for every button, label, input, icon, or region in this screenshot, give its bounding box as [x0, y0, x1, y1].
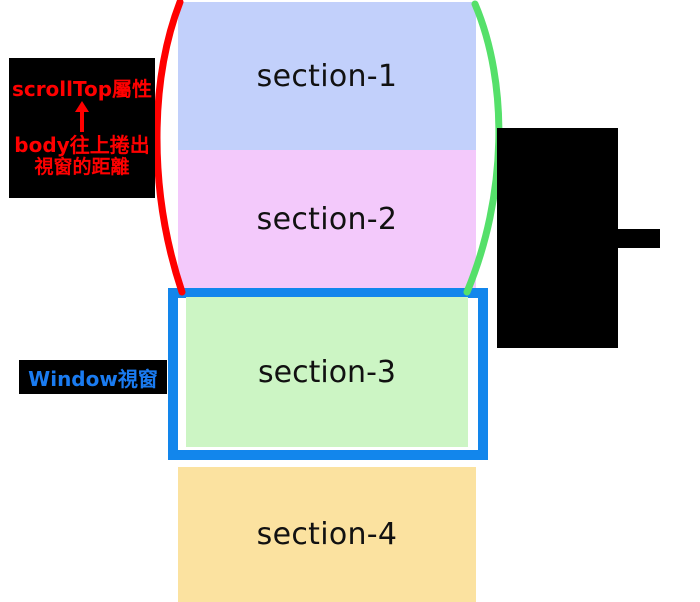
window-annotation-label: Window視窗	[28, 366, 158, 391]
section-4-box: section-4	[178, 467, 476, 602]
scrolltop-line-1: scrollTop屬性	[11, 76, 153, 101]
section-1-label: section-1	[256, 58, 398, 94]
window-viewport-frame	[168, 288, 488, 460]
section-4-label: section-4	[256, 517, 398, 552]
section-2-label: section-2	[256, 201, 398, 237]
section-2-box: section-2	[178, 150, 476, 288]
section-3-box: section-3	[186, 297, 468, 447]
scrolltop-annotation: scrollTop屬性 body往上捲出 視窗的距離	[9, 58, 155, 198]
section-1-box: section-1	[178, 2, 476, 150]
scrollheight-redaction-strip	[592, 229, 660, 248]
scrolltop-line-3: 視窗的距離	[34, 155, 130, 178]
up-arrow-icon	[73, 100, 91, 134]
scrolltop-line-2: body往上捲出	[14, 133, 150, 158]
window-annotation: Window視窗	[19, 360, 167, 394]
section-3-label: section-3	[258, 354, 396, 390]
